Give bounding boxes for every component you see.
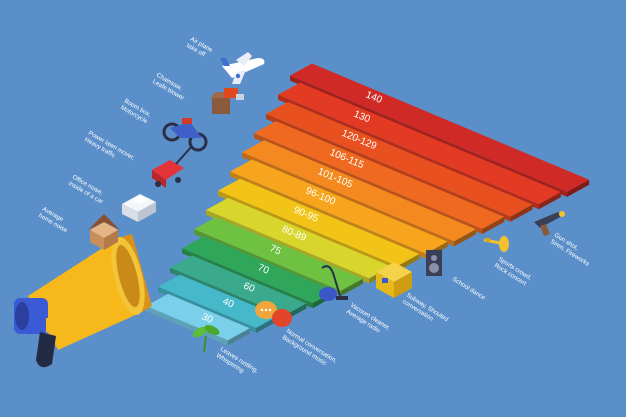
speech-bubbles-icon [255, 301, 292, 327]
level-bar-top [218, 178, 420, 267]
caption-leaves: Leaves rustling,Whispering [215, 346, 260, 381]
level-bar-top [206, 197, 392, 279]
level-bar-top [278, 82, 561, 205]
level-label: 30 [200, 311, 215, 326]
level-label: 70 [256, 262, 271, 277]
gun-icon [534, 211, 565, 236]
motorcycle-icon [162, 118, 208, 152]
level-label: 75 [268, 243, 283, 258]
caption-office-noise: Office noise,inside of a car [67, 174, 108, 206]
level-bar-top [182, 236, 335, 304]
level-bar-side [146, 306, 228, 346]
level-bar-end [397, 253, 420, 272]
caption-subway: Subway, Shoutedconversation [401, 292, 450, 330]
speaker-icon [426, 250, 442, 276]
caption-lawn-mover: Power lawn mover,Heavy traffic [83, 130, 136, 169]
airplane-icon [220, 52, 265, 84]
level-bar-top [194, 217, 363, 291]
level-bar-top [266, 101, 533, 217]
caption-gun-shot: Gun shot,Siren, Fireworks [549, 232, 595, 268]
level-bar-end [510, 204, 533, 222]
vacuum-cleaner-icon [319, 265, 348, 301]
caption-school-dance: School dance [451, 276, 487, 302]
level-bar-top [146, 293, 250, 341]
level-bar-end [482, 216, 505, 234]
caption-sports-crowd: Sports crowd,Rock concert [493, 256, 533, 288]
trumpet-icon [483, 236, 509, 252]
level-bar-end [454, 229, 477, 247]
caption-vacuum: Vacuum cleaner,Average radio [345, 302, 392, 339]
decibel-bars: 140130120-129106-115101-10596-10090-9580… [146, 63, 590, 346]
caption-air-plane: Air planetake off [185, 36, 214, 61]
level-bar-end [538, 192, 561, 210]
house-icon [88, 214, 120, 250]
plant-icon [192, 325, 220, 353]
lawn-mower-icon [152, 145, 193, 188]
caption-chainsaw: Chainsaw,Leafe blower [151, 72, 189, 102]
level-bar-top [290, 63, 590, 192]
caption-boom-box: Boom box,Motorcycle [119, 98, 153, 126]
printer-icon [122, 194, 156, 222]
caption-conversation: Normal conversation,Background music [281, 328, 338, 371]
level-bar-end [567, 179, 590, 197]
level-bar-top [242, 140, 477, 242]
subway-train-icon [376, 262, 412, 298]
level-bar-top [254, 121, 505, 229]
level-label: 40 [221, 296, 236, 311]
level-label: 60 [242, 281, 257, 296]
level-bar-end [227, 328, 250, 346]
megaphone-icon [14, 234, 152, 368]
chainsaw-icon [210, 88, 244, 114]
level-bar-top [158, 274, 279, 328]
level-bar-end [340, 278, 363, 296]
caption-home-noise: Averagehome noise [37, 206, 72, 235]
level-bar-top [170, 255, 307, 316]
level-bar-top [230, 159, 448, 254]
